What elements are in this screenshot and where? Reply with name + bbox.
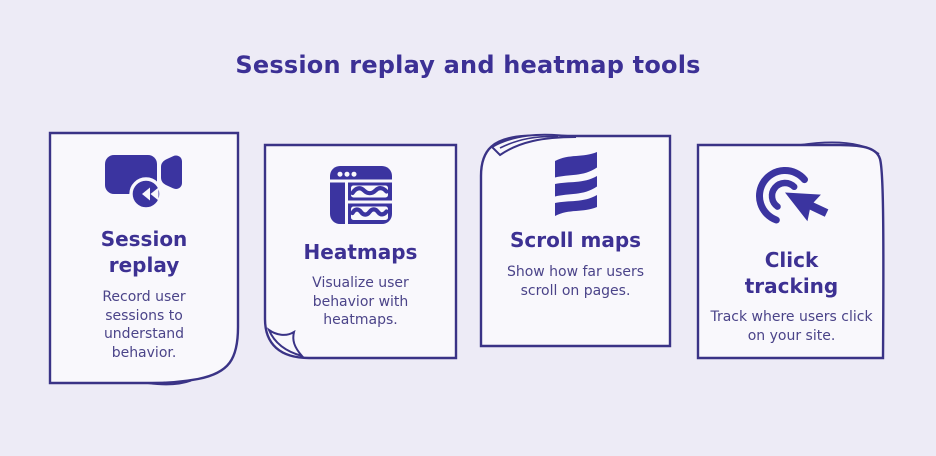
page-title: Session replay and heatmap tools xyxy=(235,51,701,79)
cursor-click-icon xyxy=(755,167,831,225)
video-camera-rewind-icon xyxy=(105,155,182,211)
card-heatmaps: Heatmaps Visualize user behavior with he… xyxy=(263,143,458,360)
heatmap-window-icon xyxy=(329,166,392,224)
page-outline-fold-top-left xyxy=(479,133,672,348)
card-title: Scroll maps xyxy=(509,228,642,252)
card-description: Show how far users scroll on pages. xyxy=(506,264,645,299)
card-description: Record user sessions to understand behav… xyxy=(102,289,186,361)
card-title: Session replay xyxy=(100,227,188,277)
card-title: Click tracking xyxy=(744,248,839,298)
page-outline-fold-bottom-right xyxy=(48,131,240,386)
card-title: Heatmaps xyxy=(303,240,418,264)
card-description: Track where users click on your site. xyxy=(710,309,873,344)
scroll-ribbon-icon xyxy=(554,152,597,216)
card-click-tracking: Click tracking Track where users click o… xyxy=(696,141,887,360)
page-outline-fold-bottom-left xyxy=(263,143,458,360)
page-outline-fold-top-right xyxy=(696,141,885,360)
card-scroll-maps: Scroll maps Show how far users scroll on… xyxy=(479,130,672,348)
card-description: Visualize user behavior with heatmaps. xyxy=(312,275,409,329)
card-session-replay: Session replay Record user sessions to u… xyxy=(48,131,240,386)
